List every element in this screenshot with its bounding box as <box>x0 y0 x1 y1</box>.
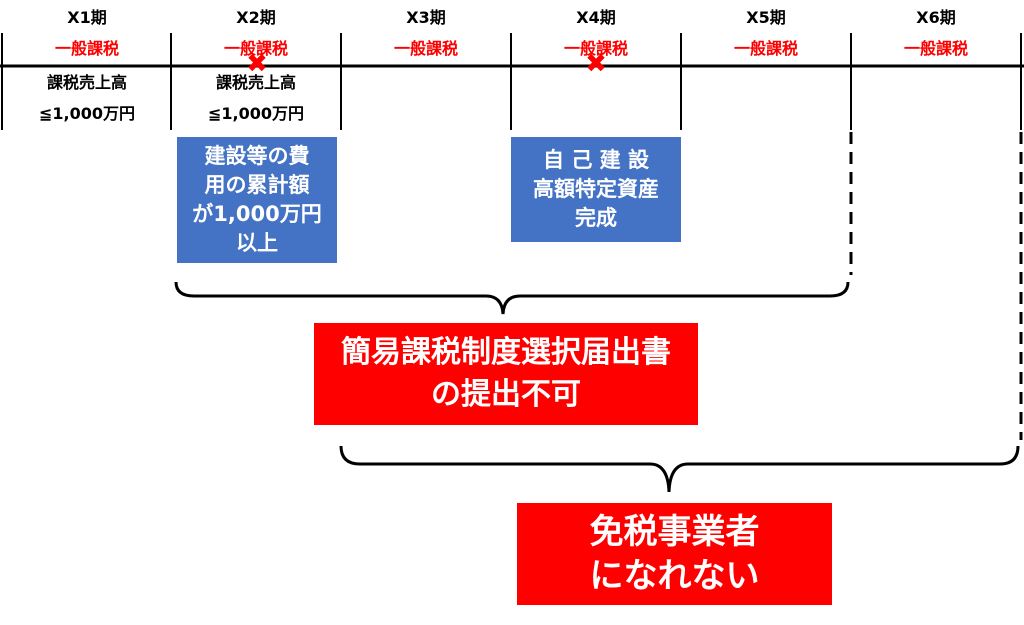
event-self-built-asset: 自 己 建 設 高額特定資産 完成 <box>511 137 681 242</box>
tax-type-x1: 一般課税 <box>54 39 119 58</box>
tax-type-x5: 一般課税 <box>733 39 798 58</box>
result-not-tax-exempt: 免税事業者 になれない <box>517 503 832 605</box>
event-construction-cost-line4: 以上 <box>236 231 278 255</box>
period-label-x4: X4期 <box>576 8 616 27</box>
period-label-x1: X1期 <box>67 8 107 27</box>
condition-x2-line2: ≦1,000万円 <box>207 104 305 123</box>
tax-type-x4: 一般課税 <box>563 39 628 58</box>
period-label-x5: X5期 <box>746 8 786 27</box>
period-label-x6: X6期 <box>916 8 956 27</box>
event-construction-cost-line3: が1,000万円 <box>192 202 322 226</box>
event-self-built-asset-line1: 自 己 建 設 <box>543 148 649 172</box>
event-construction-cost-line1: 建設等の費 <box>204 144 310 168</box>
condition-x2-line1: 課税売上高 <box>215 73 296 92</box>
brace-simplified-tax <box>174 281 850 315</box>
cross-mark-x4-icon: ✖ <box>585 49 607 79</box>
period-label-x2: X2期 <box>236 8 276 27</box>
result-tax-exempt-line1: 免税事業者 <box>589 512 760 552</box>
tax-type-x6: 一般課税 <box>903 39 968 58</box>
result-simplified-tax-line1: 簡易課税制度選択届出書 <box>341 335 671 370</box>
brace-tax-exempt <box>339 445 1020 493</box>
result-simplified-tax-not-allowed: 簡易課税制度選択届出書 の提出不可 <box>314 323 698 425</box>
event-construction-cost: 建設等の費 用の累計額 が1,000万円 以上 <box>177 137 337 263</box>
tax-type-x2: 一般課税 <box>223 39 288 58</box>
condition-x1-line1: 課税売上高 <box>46 73 127 92</box>
condition-x1-line2: ≦1,000万円 <box>38 104 136 123</box>
result-simplified-tax-line2: の提出不可 <box>431 377 581 412</box>
event-self-built-asset-line3: 完成 <box>575 206 617 230</box>
tax-type-x3: 一般課税 <box>393 39 458 58</box>
event-self-built-asset-line2: 高額特定資産 <box>533 177 659 201</box>
result-tax-exempt-line2: になれない <box>589 556 760 596</box>
cross-mark-x2-icon: ✖ <box>246 49 268 79</box>
period-label-x3: X3期 <box>406 8 446 27</box>
event-construction-cost-line2: 用の累計額 <box>204 173 310 197</box>
